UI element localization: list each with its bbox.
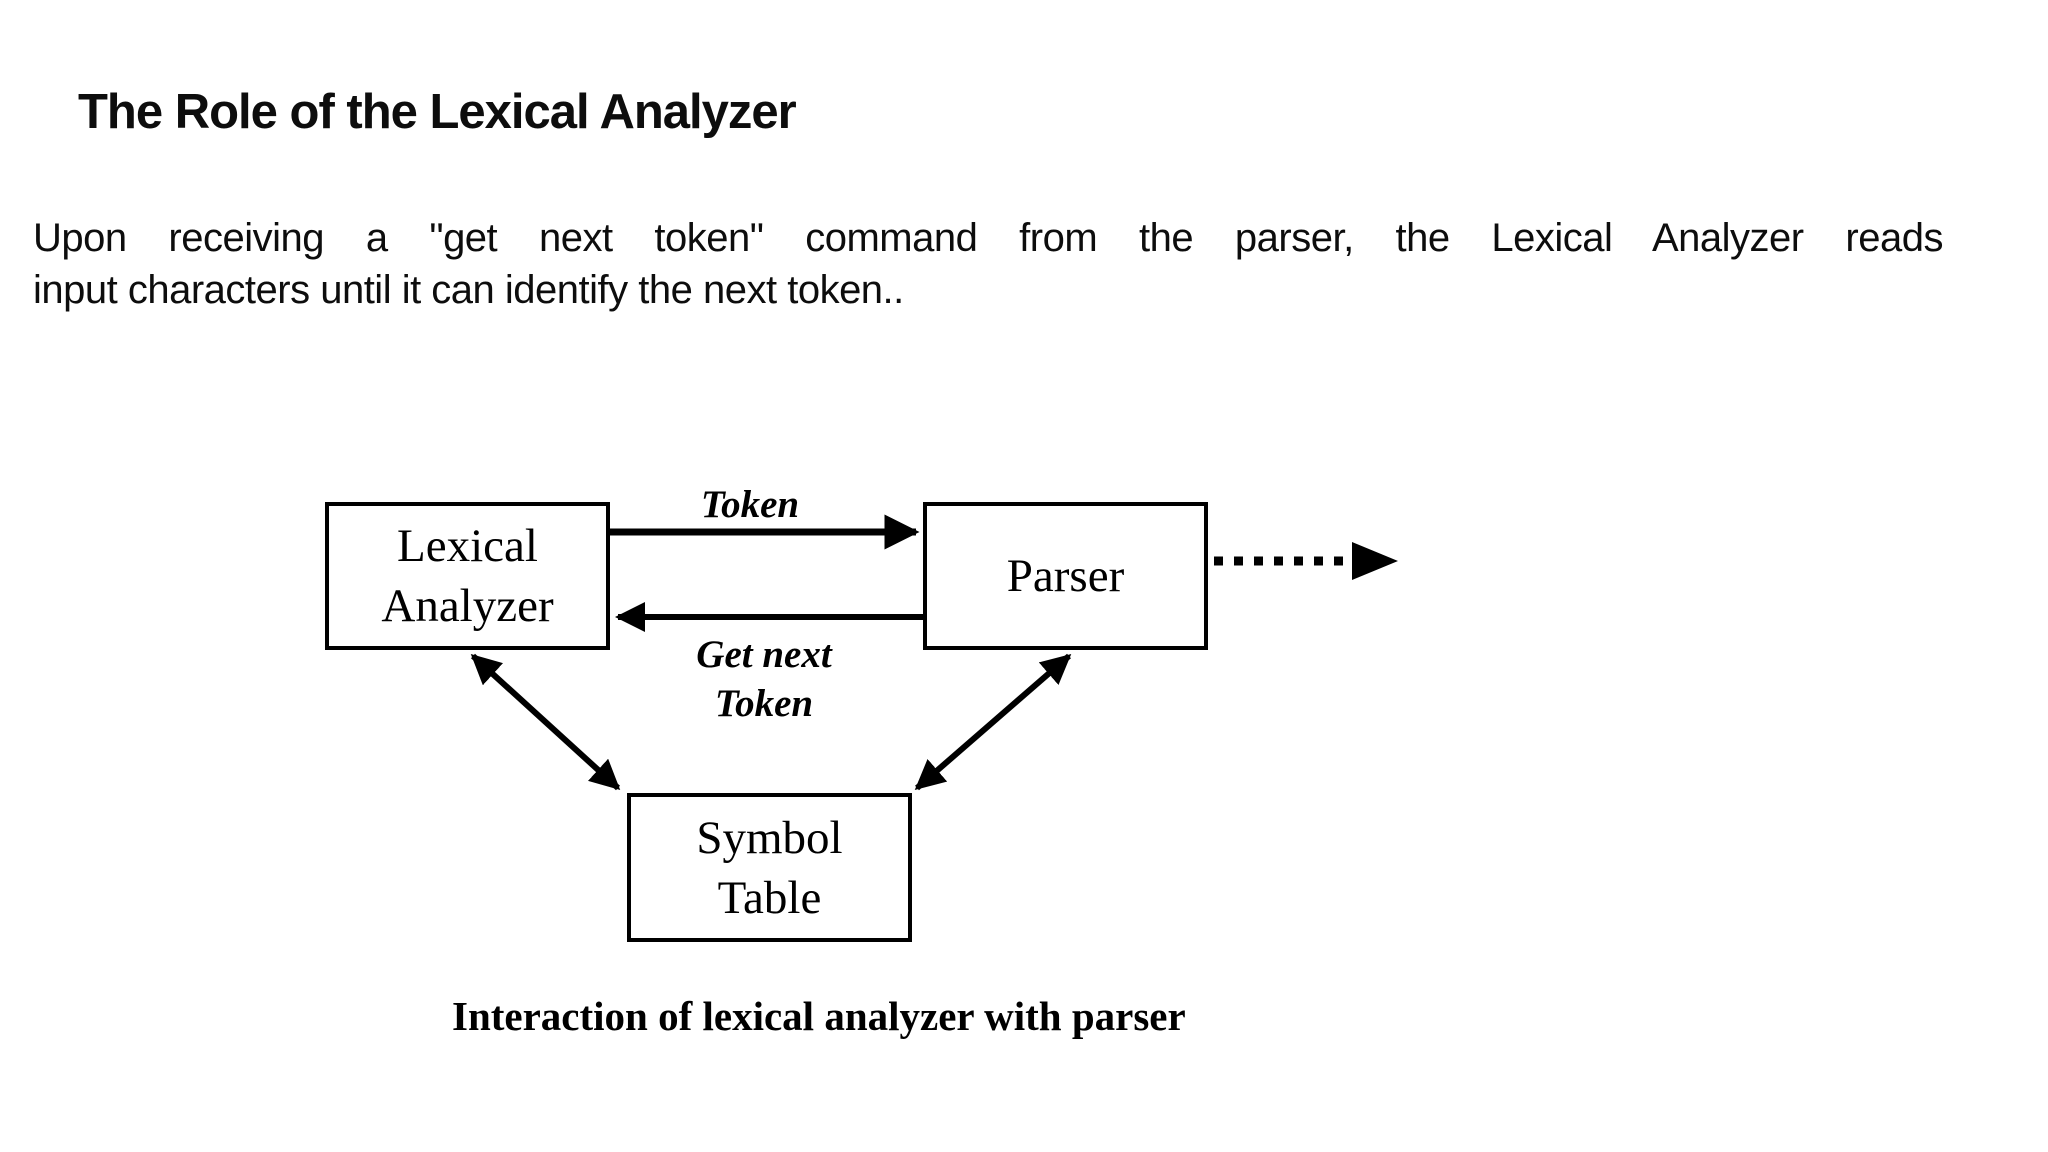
page-title: The Role of the Lexical Analyzer (78, 85, 797, 139)
get-next-token-arrow-label: Get next Token (696, 633, 832, 725)
intro-paragraph: Upon receiving a "get next token" comman… (33, 212, 1944, 316)
intro-paragraph-line-2: input characters until it can identify t… (33, 268, 904, 312)
parser-output-dotted-arrow (1214, 542, 1398, 580)
diagram-caption: Interaction of lexical analyzer with par… (452, 993, 1186, 1039)
lexical-symbol-double-arrow (470, 653, 621, 791)
intro-paragraph-line-1: Upon receiving a "get next token" comman… (33, 216, 1944, 260)
parser-box: Parser (923, 502, 1208, 650)
token-arrow-label: Token (700, 483, 800, 526)
symbol-table-box: Symbol Table (627, 793, 912, 942)
parser-symbol-double-arrow (914, 653, 1072, 791)
lexical-analyzer-box: Lexical Analyzer (325, 502, 610, 650)
